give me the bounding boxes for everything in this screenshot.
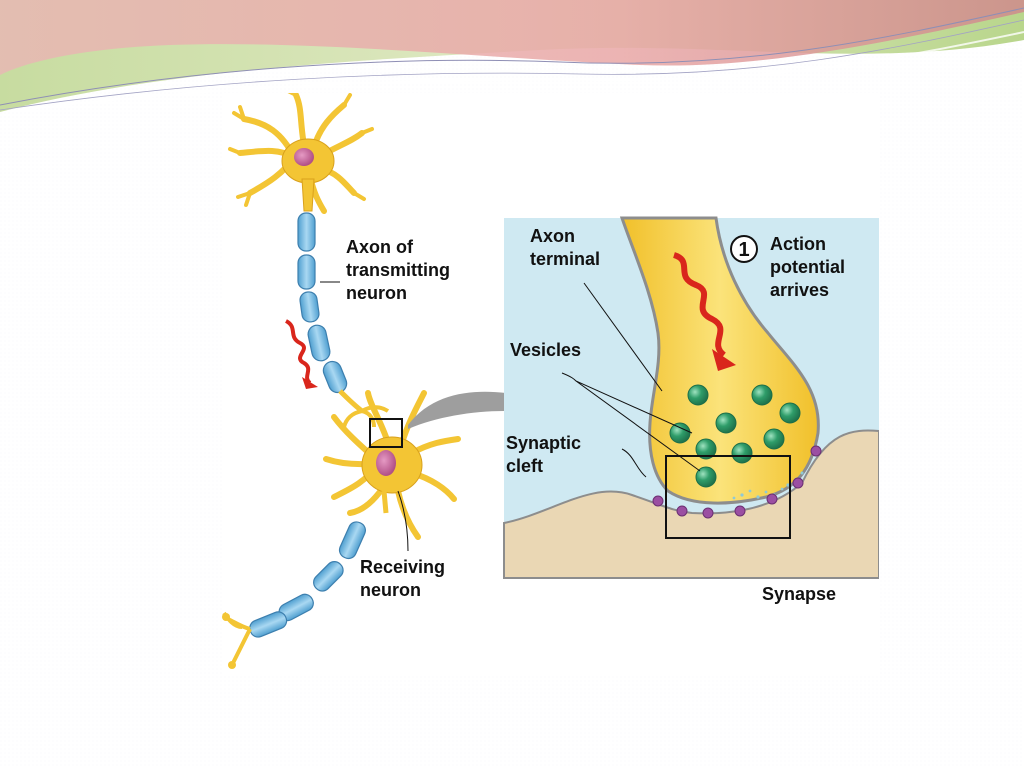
label-axon-terminal: Axon terminal	[530, 226, 600, 269]
label-vesicles: Vesicles	[510, 340, 581, 360]
transmitting-axon	[297, 212, 348, 394]
step-number-badge	[730, 235, 758, 263]
label-synaptic-cleft: Synaptic cleft	[506, 433, 586, 476]
synapse-figure: Axon of transmitting neuron Receiving ne…	[222, 89, 880, 675]
signal-arrow-left	[284, 319, 312, 385]
step-number: 1	[738, 239, 749, 261]
header-pink-wave	[0, 0, 1024, 75]
receiving-axon	[249, 490, 389, 638]
signal-arrow-right	[672, 252, 727, 358]
highlight-box-small	[369, 418, 403, 448]
vesicle-cluster	[669, 384, 801, 488]
receiving-nucleus	[376, 450, 396, 476]
synapse-diagram: Axon of transmitting neuron Receiving ne…	[222, 89, 880, 669]
callout-arrow	[408, 375, 528, 429]
receiving-neuron-soma	[323, 390, 461, 540]
label-action-potential: Action potential arrives	[770, 234, 850, 300]
highlight-box-large	[665, 455, 791, 539]
transmitting-nucleus	[294, 148, 314, 166]
label-synapse: Synapse	[762, 584, 836, 604]
label-receiving-neuron: Receiving neuron	[360, 557, 450, 600]
label-axon-transmitting: Axon of transmitting neuron	[346, 237, 455, 303]
synapse-magnified	[503, 216, 880, 579]
